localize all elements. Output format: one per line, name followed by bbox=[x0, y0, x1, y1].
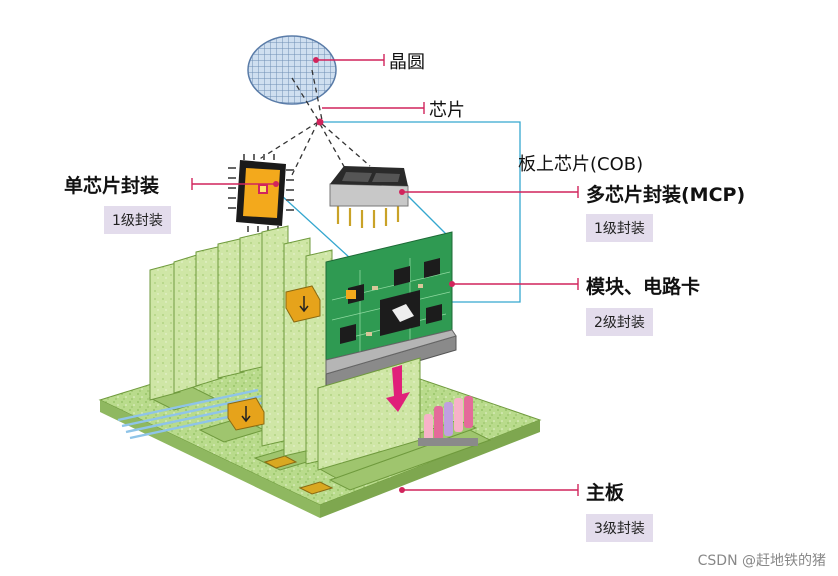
gold-chip-boxes bbox=[227, 285, 321, 431]
badge-mcp-level: 1级封装 bbox=[586, 214, 653, 242]
label-cob: 板上芯片(COB) bbox=[518, 154, 644, 175]
leader-dots bbox=[273, 57, 455, 493]
badge-module-level: 2级封装 bbox=[586, 308, 653, 336]
label-wafer: 晶圆 bbox=[389, 52, 425, 73]
insert-arrow bbox=[386, 365, 410, 412]
module-circuit-card-illustration bbox=[317, 231, 457, 471]
label-mcp: 多芯片封装(MCP) bbox=[586, 184, 746, 206]
expansion-cards-illustration bbox=[149, 225, 333, 465]
label-module: 模块、电路卡 bbox=[586, 276, 701, 298]
label-single-chip-package: 单芯片封装 bbox=[64, 175, 160, 197]
dashed-connectors bbox=[257, 69, 371, 176]
label-mainboard: 主板 bbox=[586, 482, 625, 504]
mcp-package-illustration bbox=[329, 166, 409, 228]
leader-lines bbox=[191, 54, 579, 496]
single-chip-package-illustration bbox=[228, 154, 294, 232]
label-chip: 芯片 bbox=[429, 100, 465, 121]
badge-single-level: 1级封装 bbox=[104, 206, 171, 234]
wafer-illustration bbox=[247, 35, 337, 105]
badge-mainboard-level: 3级封装 bbox=[586, 514, 653, 542]
capacitors-illustration bbox=[418, 396, 478, 446]
watermark: CSDN @赶地铁的猪 bbox=[697, 553, 826, 569]
